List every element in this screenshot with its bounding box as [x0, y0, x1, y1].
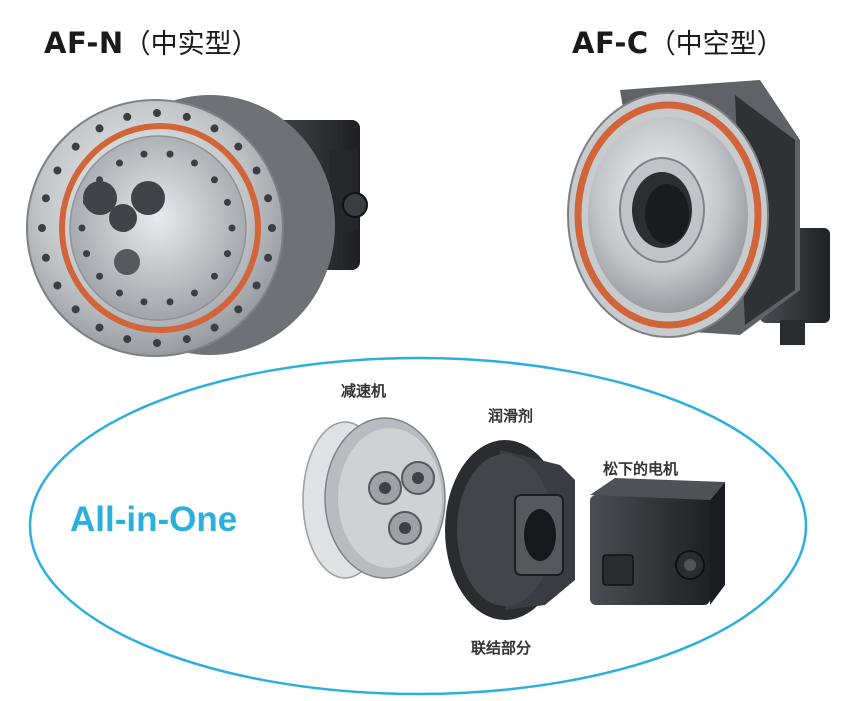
bolt-hole — [53, 281, 62, 290]
af-c-title: AF-C（中空型） — [572, 22, 784, 61]
af-n-title: AF-N（中实型） — [44, 22, 259, 61]
all-in-one-slogan: All-in-One — [70, 500, 238, 539]
bolt-hole — [123, 335, 132, 344]
bolt-hole — [210, 176, 218, 184]
bolt-hole — [38, 224, 46, 232]
af-c-type: （中空型） — [648, 29, 784, 60]
bolt-hole — [140, 150, 148, 158]
motor-label: 松下的电机 — [603, 460, 679, 478]
bolt-hole — [191, 289, 198, 297]
bolt-hole — [153, 339, 161, 347]
bolt-hole — [234, 142, 243, 151]
all-in-one-ellipse — [28, 356, 808, 696]
bolt-hole — [234, 305, 243, 314]
bolt-hole — [53, 166, 62, 175]
bolt-hole — [210, 272, 218, 280]
bolt-hole — [191, 159, 198, 167]
bolt-hole — [41, 194, 50, 203]
coupling-image — [445, 440, 575, 620]
bolt-hole — [153, 109, 161, 117]
bolt-hole — [83, 250, 91, 258]
reducer-label: 减速机 — [341, 382, 387, 400]
bolt-hole — [140, 298, 148, 306]
bolt-hole — [71, 142, 80, 151]
bolt-hole — [210, 323, 219, 332]
bolt-hole — [95, 124, 104, 133]
bolt-hole — [223, 250, 231, 258]
bolt-hole — [41, 253, 50, 262]
bolt-hole — [268, 224, 276, 232]
bolt-hole — [116, 289, 123, 297]
bolt-hole — [182, 112, 191, 121]
bolt-hole — [264, 194, 273, 203]
reducer-image — [302, 417, 446, 579]
bolt-hole — [71, 305, 80, 314]
bolt-hole — [166, 150, 174, 158]
coupling-label: 联结部分 — [471, 639, 532, 657]
bolt-hole — [228, 224, 236, 232]
bolt-hole — [252, 281, 261, 290]
af-n-model: AF-N — [44, 26, 124, 60]
bolt-hole — [116, 159, 123, 167]
bolt-hole — [264, 253, 273, 262]
bolt-hole — [123, 112, 132, 121]
lubricant-label: 润滑剂 — [488, 407, 534, 425]
bolt-hole — [252, 166, 261, 175]
bolt-hole — [96, 272, 104, 280]
af-c-model: AF-C — [572, 26, 649, 60]
motor-image — [590, 478, 725, 605]
af-n-type: （中实型） — [123, 29, 259, 60]
bolt-hole — [95, 323, 104, 332]
bolt-hole — [210, 124, 219, 133]
bolt-hole — [223, 198, 231, 206]
bolt-hole — [182, 335, 191, 344]
af-c-actuator-image — [567, 80, 830, 345]
bolt-hole — [166, 298, 174, 306]
bolt-hole — [78, 224, 86, 232]
af-n-actuator-image — [26, 95, 368, 357]
